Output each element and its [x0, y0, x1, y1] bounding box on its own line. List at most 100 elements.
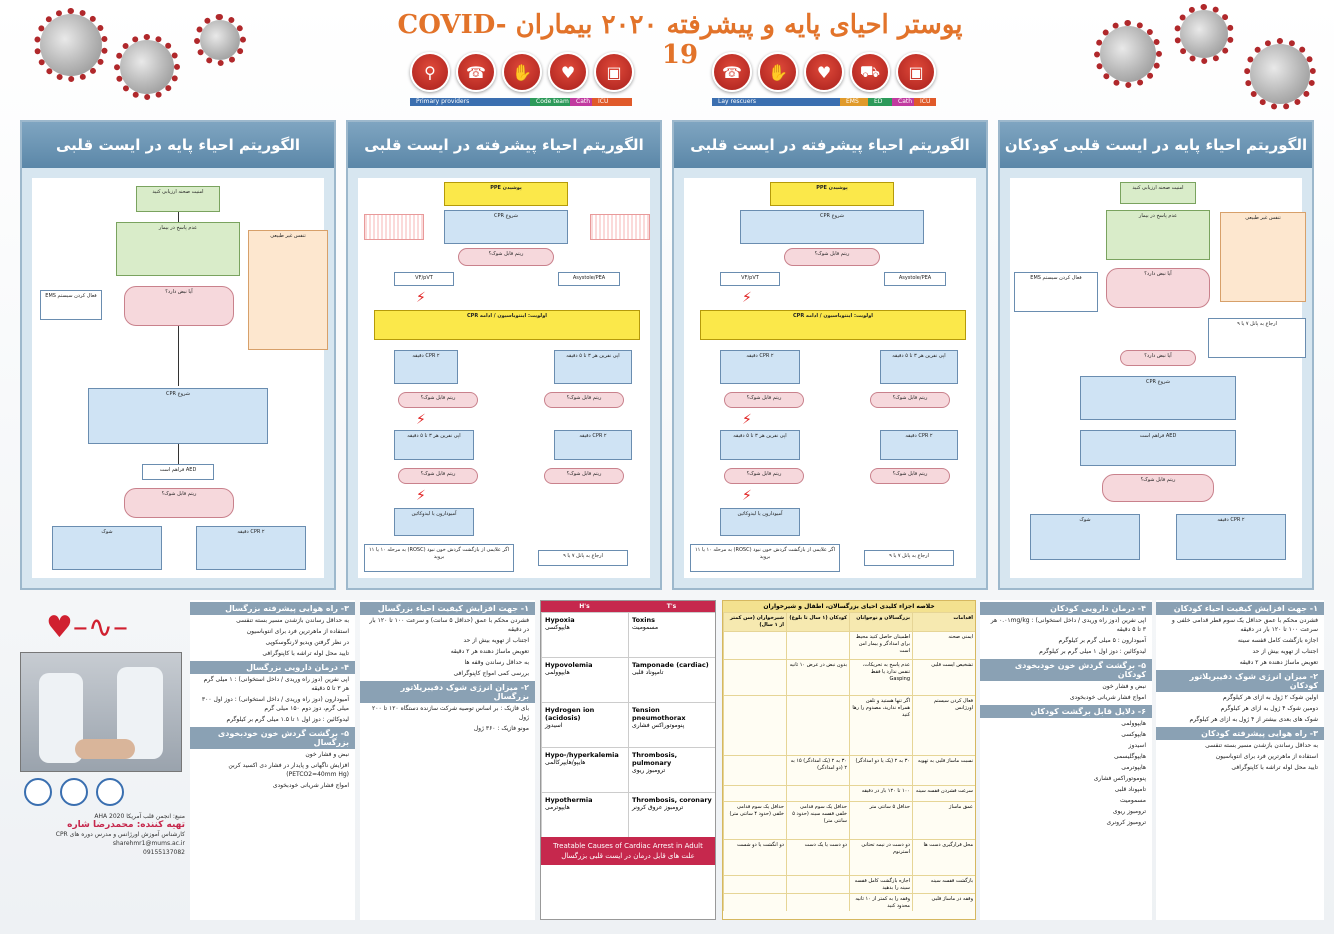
flow-box: VF/pVT — [394, 272, 454, 286]
ecg-strip-icon — [590, 214, 650, 240]
cell: بدون نبض در عرض ۱۰ ثانیه — [786, 660, 849, 695]
flow-box: اگر علایمی از بازگشت گردش خون نبود (ROSC… — [690, 544, 840, 572]
flow-box: اپی نفرین هر ۳ تا ۵ دقیقه — [394, 430, 474, 460]
cause-h-fa: هایپو/هایپرکالمی — [545, 759, 586, 766]
ppe-cpr-photo — [20, 652, 182, 772]
flow-box: Asystole/PEA — [884, 272, 946, 286]
cell — [786, 876, 849, 893]
flow-box: شروع CPR — [88, 388, 268, 444]
cell — [723, 632, 786, 659]
flow-decision: ریتم قابل شوک؟ — [870, 468, 950, 484]
monitor-icon: ▣ — [594, 52, 634, 92]
flow-box: ارجاع به پانل ۷ یا ۹ — [538, 550, 628, 566]
flow-box: عدم پاسخ در بیمار — [1106, 210, 1210, 260]
flow-box: شروع CPR — [1080, 376, 1236, 420]
pediatric-info-col-right: ۱- جهت افزایش کیفیت احیاء کودکان فشردن م… — [1156, 600, 1324, 920]
flow-decision: ریتم قابل شوک؟ — [870, 392, 950, 408]
list-item: لیدوکائین : دوز اول ۱ میلی گرم بر کیلوگر… — [1039, 648, 1146, 655]
flow-box: شوک — [52, 526, 162, 570]
chain-bar-left-2: Code team — [530, 98, 570, 106]
phone: 09155137082 — [143, 849, 185, 856]
panel-adult-acls: الگوریتم احیاء پیشرفته در ایست قلبی بزرگ… — [346, 120, 662, 590]
list-item: اپی نفرین (دوز راه وریدی / داخل استخوانی… — [203, 676, 349, 692]
flow-decision: ریتم قابل شوک؟ — [398, 392, 478, 408]
cause-h-fa: اسیدوز — [545, 722, 563, 729]
flow-decision: آیا نبض دارد؟ — [124, 286, 234, 326]
magnifier-icon: ⚲ — [410, 52, 450, 92]
cause-t-fa: تامپوناد قلبی — [632, 669, 664, 676]
flow-decision: ریتم قابل شوک؟ — [124, 488, 234, 518]
flow-box: CPR ۲ دقیقه — [1176, 514, 1286, 560]
shock-icon: ⚡ — [416, 412, 426, 428]
list-item: اسیدوز — [1128, 742, 1146, 749]
flow-box: CPR ۲ دقیقه — [720, 350, 800, 384]
flow-box: شروع CPR — [444, 210, 568, 244]
flow-box: فعال کردن سیستم EMS — [1014, 272, 1098, 312]
list-item: نبض و فشار خون — [1102, 683, 1146, 690]
flow-decision: ریتم قابل شوک؟ — [398, 468, 478, 484]
cell — [786, 894, 849, 911]
list-item: اجتناب از تهویه بیش از حد — [463, 637, 529, 644]
cell — [723, 786, 786, 801]
cause-t-fa: ترومبوز ریوی — [632, 767, 666, 774]
list-item: به حداقل رساندن بازشدن مسیر بسته تنفسی — [236, 617, 349, 624]
flow-box: امنیت صحنه ارزیابی کنید — [136, 186, 220, 212]
shock-icon: ⚡ — [416, 290, 426, 306]
list-item: هایپوولمی — [1121, 720, 1146, 727]
flow-decision: آیا نبض دارد؟ — [1120, 350, 1196, 366]
flow-box: شروع CPR — [740, 210, 924, 244]
col-ts: T's — [666, 603, 677, 610]
section-heading: ۱- جهت افزایش کیفیت احیاء بزرگسال — [360, 602, 535, 615]
chain-icons-in-hospital: ⚲ ☎ ✋ ♥ ▣ — [410, 52, 634, 92]
list-item: نبض و فشار خون — [305, 751, 349, 758]
flow-box: CPR ۲ دقیقه — [196, 526, 306, 570]
chain-bar-left-1: Primary providers — [410, 98, 530, 106]
cell: ۳۰ به ۲ (یک امدادگر) ۱۵ به ۲ (دو امدادگر… — [786, 756, 849, 785]
cause-t: Thrombosis, pulmonary — [632, 751, 678, 767]
cell: نسبت ماساژ قلبی به تهویه — [912, 756, 975, 785]
cell: محل قرارگیری دست ها — [912, 840, 975, 875]
col-header: کودکان (۱ سال تا بلوغ) — [786, 613, 849, 631]
list-item: مونو فازیک : ۳۶۰ ژول — [473, 725, 529, 732]
list-item: لیدوکائین : دوز اول ۱ تا ۱.۵ میلی گرم بر… — [226, 716, 349, 723]
flow-box: امنیت صحنه ارزیابی کنید — [1120, 182, 1196, 204]
chain-bar-left-3: Cath lab — [570, 98, 592, 113]
list-item: اپی نفرین (دوز راه وریدی / داخل استخوانی… — [990, 617, 1146, 633]
cell: بازگشت قفسه سینه — [912, 876, 975, 893]
heart-defib-icon: ♥ — [548, 52, 588, 92]
flow-box: عدم پاسخ در بیمار — [116, 222, 240, 276]
email: sharehmr1@mums.ac.ir — [112, 840, 185, 847]
section-heading: ۳- راه هوایی پیشرفته کودکان — [1156, 727, 1324, 740]
flow-box: پوشیدن PPE — [770, 182, 894, 206]
list-item: ترومبوز کرونری — [1106, 819, 1146, 826]
section-heading: ۲- میزان انرژی شوک دفیبریلاتور کودکان — [1156, 670, 1324, 692]
pediatric-info-col-left: ۴- درمان دارویی کودکان اپی نفرین (دوز را… — [980, 600, 1152, 920]
cell: ایمنی صحنه — [912, 632, 975, 659]
flow-decision: ریتم قابل شوک؟ — [544, 392, 624, 408]
cell — [723, 696, 786, 755]
footer-en: Treatable Causes of Cardiac Arrest in Ad… — [553, 842, 703, 850]
chain-bar-right-3: ED — [868, 98, 892, 106]
list-item: استفاده از ماهرترین فرد برای انتوباسیون — [246, 628, 349, 635]
table-header-row: اقدامات بزرگسالان و نوجوانان کودکان (۱ س… — [723, 612, 975, 631]
virus-image-6 — [1244, 38, 1316, 110]
footer-fa: علت های قابل درمان در ایست قلبی بزرگسال — [561, 852, 695, 860]
col-header: اقدامات — [912, 613, 975, 631]
flow-decision: ریتم قابل شوک؟ — [458, 248, 554, 266]
cell: اگر تنها هستید و تلفن همراه ندارید، مصدو… — [849, 696, 912, 755]
flowchart: امنیت صحنه ارزیابی کنید عدم پاسخ در بیما… — [1010, 178, 1306, 578]
list-item: هایپوگلیسمی — [1113, 753, 1146, 760]
cell: عمق ماساژ — [912, 802, 975, 839]
cell: وقفه در ماساژ قلبی — [912, 894, 975, 911]
list-item: تایید محل لوله تراشه با کاپنوگرافی — [262, 650, 349, 657]
flow-box: تنفس غیر طبیعی — [248, 230, 328, 350]
list-item: پنوموتوراکس فشاری — [1093, 775, 1146, 782]
flow-box: اولویت: اینتوباسیون / ادامه CPR — [700, 310, 966, 340]
